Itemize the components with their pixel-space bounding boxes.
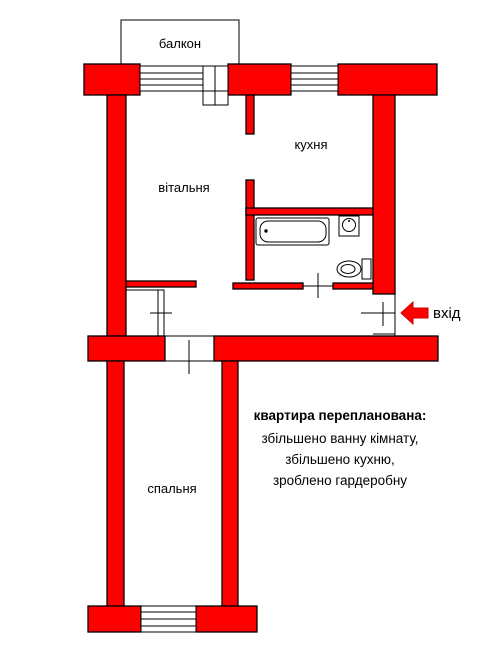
bottom-wall <box>87 605 258 633</box>
note-line: збільшено кухню, <box>285 452 395 467</box>
top-exterior-wall <box>83 63 438 96</box>
hallway-lines <box>361 293 395 335</box>
kitchen-label: кухня <box>294 137 327 152</box>
right-exterior-wall-upper <box>372 94 396 295</box>
living-partition <box>125 280 197 288</box>
balcony <box>120 19 240 66</box>
entrance-arrow-icon <box>400 300 429 326</box>
living-room-label: вітальня <box>158 180 209 195</box>
middle-wall <box>87 335 439 362</box>
bathtub-icon <box>255 217 330 246</box>
sink-icon <box>338 215 360 237</box>
bedroom-window <box>140 605 197 633</box>
partition-living-kitchen <box>245 94 255 281</box>
balcony-door-window[interactable] <box>139 65 229 106</box>
bathroom-door[interactable] <box>303 273 333 298</box>
bedroom-door[interactable] <box>165 335 214 374</box>
note-line: зроблено гардеробну <box>273 473 407 488</box>
note-title: квартира перепланована: <box>254 408 427 423</box>
left-exterior-wall-upper <box>106 94 127 337</box>
kitchen-window <box>290 65 339 92</box>
wardrobe <box>126 289 172 337</box>
note-line: збільшено ванну кімнату, <box>261 431 418 446</box>
toilet-icon <box>336 258 372 280</box>
entrance-label: вхід <box>433 305 461 322</box>
bedroom-walls <box>106 360 239 607</box>
bedroom-label: спальня <box>147 481 196 496</box>
balcony-label: балкон <box>159 36 201 51</box>
